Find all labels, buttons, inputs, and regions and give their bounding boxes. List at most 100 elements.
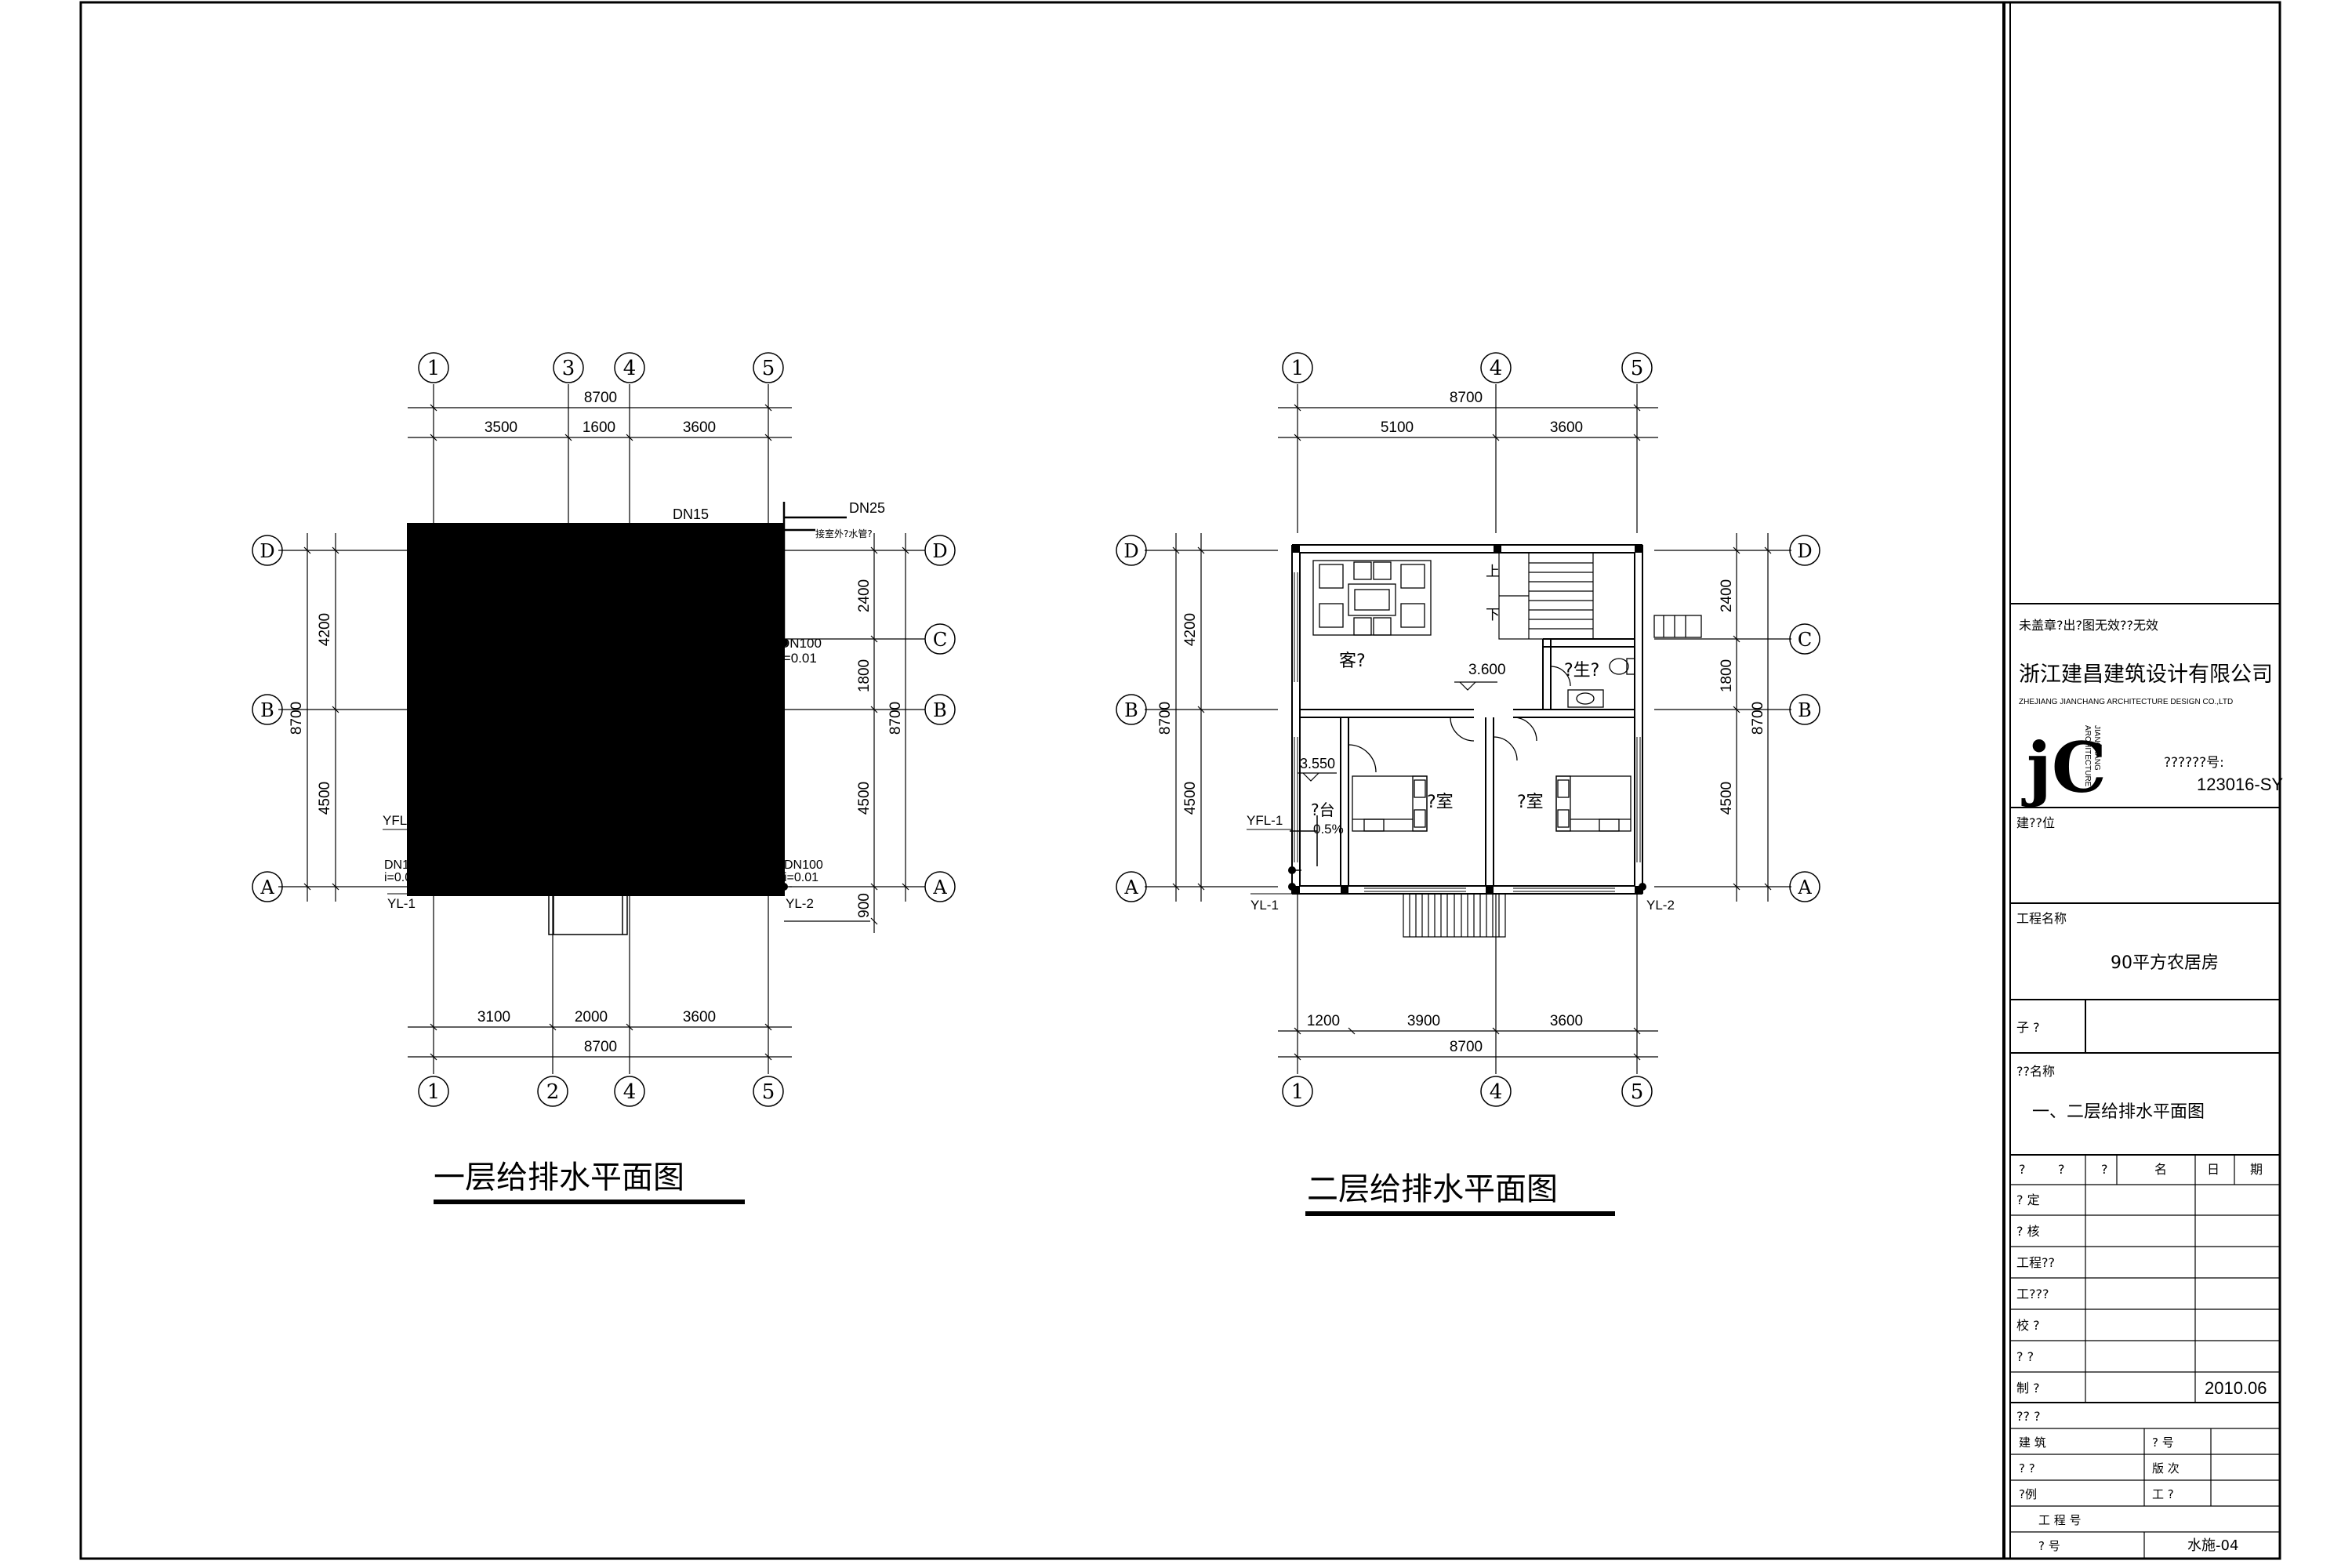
plan2-dim-bottom-3: 3600 [1550,1013,1583,1029]
plan1-label-i-c: i=0.01 [780,651,817,666]
sig-header-2: ? [2058,1162,2065,1177]
plan2-dim-right-3: 4500 [1719,782,1735,815]
sig-row-3: 工程?? [2016,1255,2055,1270]
title-block-note: 未盖章?出?图无效??无效 [2019,618,2158,633]
plan1-axis-right-C: C [933,629,947,651]
plan1-label-dn100-c: DN100 [780,636,822,651]
drawing-number: 水施-04 [2187,1537,2238,1554]
plan1-axis-bottom-3: 4 [623,1080,637,1104]
plan2-dim-top-2: 3600 [1550,419,1583,436]
plan2-axis-left-B: B [1124,699,1138,721]
plan1-label-dn25: DN25 [849,500,885,516]
plan1-dim-right-3: 4500 [856,782,873,815]
plan1-dim-left-total: 8700 [289,702,305,735]
plan1-kitchen-fixtures [438,542,584,675]
meta-row-1-label: 建 筑 [2019,1436,2046,1450]
plan1-dim-top-3: 3600 [683,419,716,436]
sheet-frame [79,1,2281,1560]
plan1-label-dn100-a: DN100 [384,858,423,872]
plan2-label-toilet: ?生? [1564,661,1599,681]
plan2-front-steps [1403,893,1506,938]
company-logo-side-1: JIANCHANG [2092,725,2101,771]
client-label: 建??位 [2016,815,2055,830]
company-logo: jC JIANCHANG ARCHITECTURE [2021,725,2107,808]
project-name: 90平方农居房 [2111,953,2219,973]
plan1-label-yfl1: YFL-1 [383,813,419,828]
plan1-label-elev: ±0.000 [575,748,620,764]
subitem-label: 子 ? [2016,1020,2040,1035]
plan1-label-i-a: i=0.01 [384,871,419,884]
plan1-label-yl2: YL-2 [786,896,814,911]
plan1-axis-top-3: 4 [623,357,637,380]
plan1-axis-left-A: A [260,877,274,898]
plan1-dim-bottom-total: 8700 [584,1039,617,1055]
plan1-axis-right-B: B [933,699,947,721]
plan2-dim-left-total: 8700 [1157,702,1174,735]
company-logo-side-2: ARCHITECTURE [2083,725,2092,787]
plan1-dim-right-4: 900 [856,893,873,918]
plan2-dims-top [1278,404,1658,441]
plan1-axis-bottom-1: 1 [427,1080,441,1104]
plan2-axis-right-D: D [1797,540,1812,562]
plan1-axis-right-D: D [932,540,947,562]
plan2-axis-top-1: 1 [1291,357,1305,380]
plan1-toilet-fixtures [642,612,765,710]
plan2-axis-bottom-3: 5 [1631,1080,1644,1104]
plan2-axis-bubbles [1116,352,1820,1107]
sig-header-6: 期 [2250,1162,2263,1177]
plan1-label-yl1: YL-1 [387,896,416,911]
plan1-title: 一层给排水平面图 [434,1160,684,1196]
plan1-axis-lines [278,384,925,1074]
plan1-plumbing [434,502,847,659]
plan2-axis-right-B: B [1798,699,1812,721]
meta-row-2-label: ? ? [2019,1461,2035,1475]
plan2-label-down: 下 [1486,607,1500,623]
plan2-axis-lines [1145,384,1791,1074]
plan1-label-dn25-note: 接室外?水管? [815,528,873,539]
plan1-label-kitchen: 厨房 [478,620,513,640]
plan1-label-dn15: DN15 [673,506,709,522]
plan1-axis-right-A: A [932,877,947,898]
meta-row-2-label-2: 版 次 [2152,1461,2180,1475]
plan2-sofa-set [1312,560,1432,636]
plan2-label-bed-1: ?室 [1427,793,1454,812]
plan1-axis-top-1: 1 [427,357,441,380]
plan2-riser-markers [1288,866,1646,891]
plan1-dims-bottom [408,1023,792,1061]
plan1-bed [691,775,767,832]
plan1-stair [587,548,722,627]
plan1-dim-top-total: 8700 [584,390,617,406]
sig-row-6: ? ? [2016,1349,2034,1364]
plan2-dim-bottom-2: 3900 [1407,1013,1440,1029]
plan2-label-bed-2: ?室 [1517,793,1544,812]
plan2-dim-top-1: 5100 [1381,419,1414,436]
title-block-signature-grid [2010,1155,2280,1559]
sig-header-5: 日 [2207,1162,2220,1177]
plan1-label-toilet: ?生? [681,661,716,681]
plan2-dim-bottom-1: 1200 [1307,1013,1340,1029]
plan2-corner-posts [1292,545,1642,894]
sig-header-1: ? [2019,1162,2026,1177]
plan1-label-dn25-v: DN25 [751,584,766,618]
plan-2-second-floor: 8700 5100 3600 1200 3900 3600 8700 4200 … [1116,352,1820,1216]
title-block [2010,603,2280,1559]
meta-header: ?? ? [2016,1409,2041,1424]
plan2-axis-bottom-2: 4 [1490,1080,1503,1104]
plan2-title: 二层给排水平面图 [1307,1171,1558,1207]
plan2-windows [1294,572,1641,892]
plan2-bed-1 [1352,775,1428,832]
project-no-label: 工 程 号 [2038,1513,2082,1527]
plan1-axis-top-4: 5 [762,357,775,380]
plan1-axis-left-B: B [260,699,274,721]
plan1-axis-left-D: D [260,540,274,562]
plan2-dims-left [1172,533,1205,902]
plan2-dim-right-1: 2400 [1719,579,1735,612]
plan1-dim-right-total: 8700 [887,702,904,735]
plan2-label-elev-balcony: 3.550 [1300,756,1335,771]
plan1-dim-bottom-1: 3100 [477,1009,510,1025]
plan2-axis-top-3: 5 [1631,357,1644,380]
plan1-dim-top-1: 3500 [485,419,517,436]
plan2-doors [1348,666,1571,773]
plan1-dim-top-2: 1600 [583,419,615,436]
plan2-label-yl2: YL-2 [1646,898,1675,913]
